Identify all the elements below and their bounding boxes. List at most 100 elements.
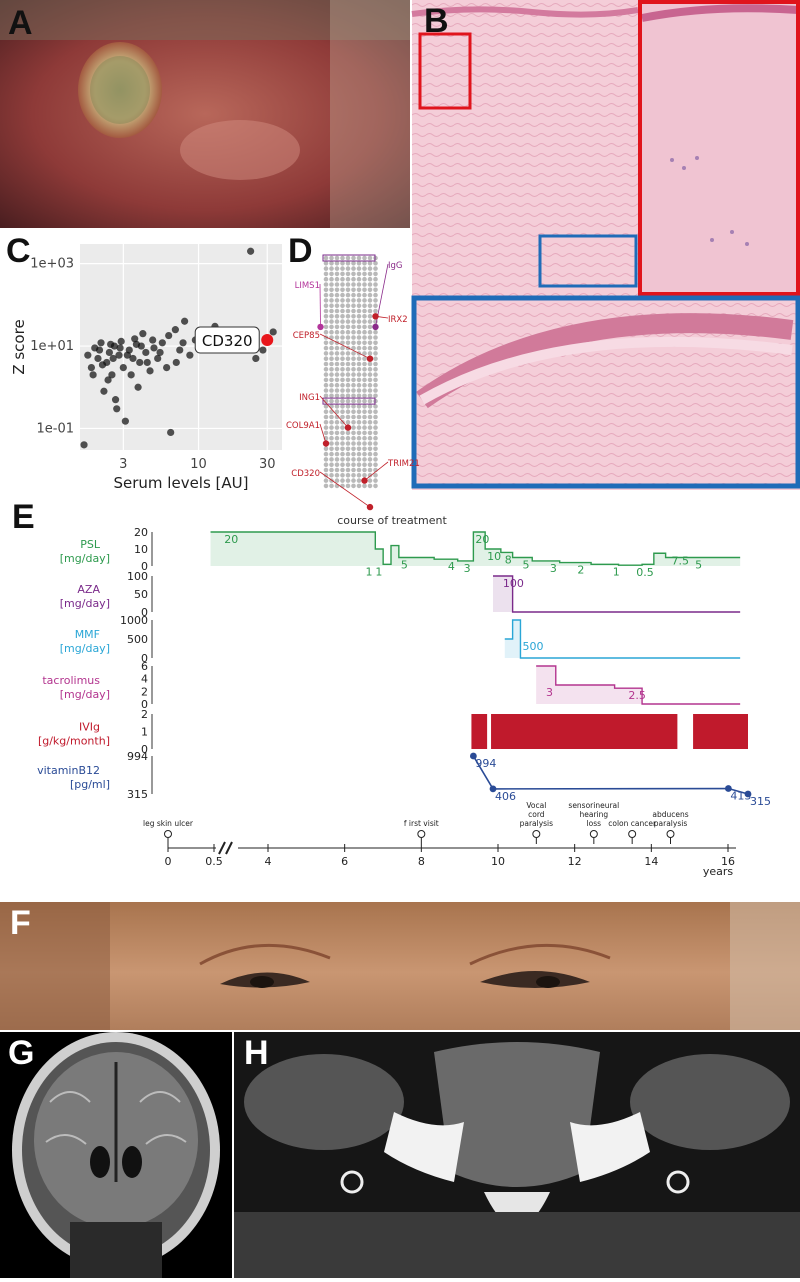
series-value-label: 100 [503, 577, 524, 590]
array-spot [362, 351, 367, 356]
series-unit-psl: [mg/day] [60, 552, 110, 565]
marker-label-ing1: ING1 [299, 393, 320, 403]
array-spot [373, 483, 378, 489]
array-spot [356, 308, 362, 314]
scatter-point [172, 358, 180, 367]
array-spot [334, 345, 340, 351]
array-spot [340, 430, 345, 436]
array-spot [329, 287, 334, 293]
array-spot [367, 430, 373, 436]
array-spot [356, 319, 362, 324]
array-spot [323, 398, 329, 404]
scatter-point [252, 354, 260, 363]
array-spot [362, 398, 367, 404]
series-value-label: 5 [522, 559, 529, 572]
panel-f-eyes-photo [0, 902, 800, 1030]
marker-leader-line [319, 471, 371, 508]
array-spot [373, 430, 378, 436]
array-spot [367, 255, 373, 261]
array-spot [329, 457, 334, 462]
marker-spot-igg [372, 323, 379, 331]
array-spot [367, 414, 373, 420]
array-spot [340, 414, 345, 420]
array-spot [351, 372, 356, 377]
array-spot [340, 425, 345, 430]
array-spot [323, 361, 329, 367]
array-spot [323, 451, 329, 457]
series-tick-label: 0 [141, 698, 148, 711]
array-spot [329, 388, 334, 393]
array-spot [362, 287, 367, 293]
scatter-point [167, 428, 175, 437]
array-spot [373, 308, 378, 314]
array-spot [345, 420, 351, 425]
array-spot [356, 303, 362, 308]
array-spot [362, 462, 367, 467]
array-spot [373, 451, 378, 457]
array-spot [373, 478, 378, 483]
highlight-point-cd320 [261, 334, 274, 347]
event-marker [532, 830, 541, 838]
array-spot [340, 404, 345, 409]
array-spot [340, 462, 345, 467]
array-spot [351, 255, 356, 261]
array-spot [323, 340, 329, 346]
series-value-label: 5 [695, 559, 702, 572]
array-spot [373, 303, 378, 308]
panel-label-c: C [6, 232, 31, 270]
array-spot [329, 451, 334, 457]
marker-leader-line [364, 461, 389, 481]
array-spot [329, 430, 334, 436]
array-spot [373, 340, 378, 346]
array-spot [356, 276, 362, 282]
array-spot [367, 351, 373, 356]
array-spot [362, 467, 367, 473]
array-spot [334, 382, 340, 388]
array-spot [367, 276, 373, 282]
array-spot [345, 287, 351, 293]
array-spot [334, 398, 340, 404]
array-spot [329, 414, 334, 420]
array-spot [329, 351, 334, 356]
array-spot [329, 446, 334, 452]
array-spot [334, 441, 340, 446]
series-value-label: 20 [224, 533, 238, 546]
series-unit-mmf: [mg/day] [60, 642, 110, 655]
scatter-point [89, 371, 97, 379]
series-value-label: 3 [546, 686, 553, 699]
marker-spot-lims1 [317, 323, 324, 331]
array-spot [329, 409, 334, 414]
array-spot [345, 467, 351, 473]
scatter-point [104, 376, 112, 384]
scatter-point [108, 371, 116, 379]
scatter-point [259, 346, 267, 354]
scatter-point [121, 417, 129, 425]
array-spot [323, 430, 329, 436]
y-tick-label: 1e+01 [30, 339, 74, 354]
array-spot [362, 255, 367, 261]
array-spot [334, 324, 340, 330]
array-spot [351, 276, 356, 282]
array-spot [329, 335, 334, 340]
array-spot [334, 457, 340, 462]
scatter-point [97, 339, 105, 347]
array-spot [367, 367, 373, 372]
series-tick-label: 2 [141, 685, 148, 698]
array-spot [356, 467, 362, 473]
panel-label-f: F [10, 904, 31, 942]
array-spot [323, 351, 329, 356]
array-spot [345, 457, 351, 462]
array-spot [334, 478, 340, 483]
array-spot [345, 361, 351, 367]
array-spot [362, 377, 367, 383]
series-value-label: 5 [401, 559, 408, 572]
array-spot [345, 483, 351, 489]
series-name-psl: PSL [80, 538, 101, 551]
array-spot [362, 409, 367, 414]
array-spot [340, 478, 345, 483]
array-spot [334, 308, 340, 314]
array-spot [367, 372, 373, 377]
marker-leader-line [375, 315, 389, 319]
